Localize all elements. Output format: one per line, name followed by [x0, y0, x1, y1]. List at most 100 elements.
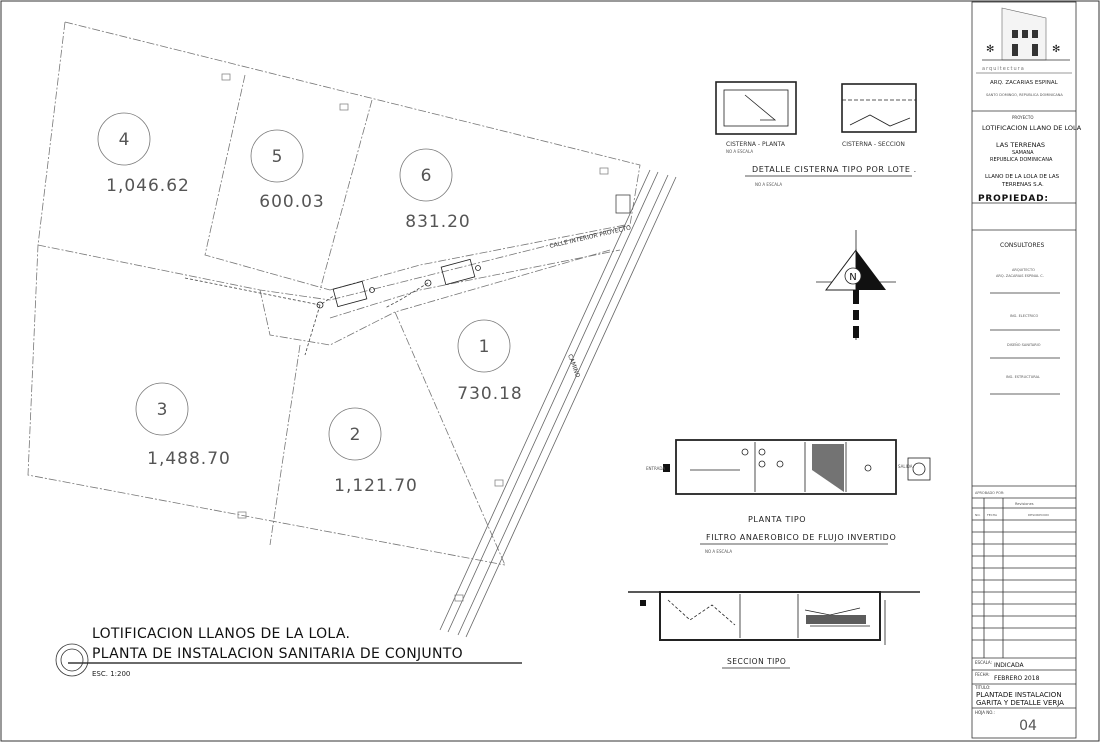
consultants-heading: CONSULTORES — [1000, 242, 1044, 249]
street-edge-south — [329, 249, 621, 319]
logo-door-2 — [1032, 44, 1038, 56]
logo-window-1 — [1012, 30, 1018, 38]
rev-col-date: FECHA — [987, 513, 998, 517]
palm-icon-right: ✻ — [1052, 44, 1060, 55]
road-line-1 — [439, 169, 651, 631]
lot-line-4-5 — [204, 74, 331, 291]
lot-line-5-6 — [319, 99, 373, 291]
north-arrow-right — [856, 250, 886, 290]
lot-circle-6 — [399, 148, 453, 202]
sheet-title-line2: GARITA Y DETALLE VERJA — [976, 699, 1064, 707]
north-stem — [853, 290, 859, 338]
cistern-section-outline — [841, 83, 917, 133]
lot-line-1 — [394, 249, 611, 566]
approved-label: APROBADO POR: — [975, 491, 1004, 495]
date-label: FECHA: — [975, 672, 990, 677]
filter-outlet-circle — [912, 462, 926, 476]
cistern-mark-5 — [339, 103, 349, 111]
entry-box — [615, 194, 631, 214]
section-media-fill — [806, 615, 866, 624]
lot-4-number: 4 — [119, 130, 130, 150]
title-block — [971, 1, 1077, 739]
cistern-plan-outline — [715, 81, 797, 135]
cistern-plan-inner — [723, 89, 789, 127]
drawing-scale: ESC. 1:200 — [92, 670, 130, 678]
scale-label: ESCALA: — [975, 660, 992, 665]
lot-line-2-3 — [269, 344, 301, 546]
filter-outlet-box — [907, 457, 931, 481]
lot-5-number: 5 — [272, 147, 283, 167]
lot-1-number: 1 — [479, 337, 490, 357]
filter-plan-label: PLANTA TIPO — [748, 515, 806, 524]
drawing-title-line1: LOTIFICACION LLANOS DE LA LOLA. — [92, 626, 350, 642]
cistern-detail — [715, 81, 917, 135]
firm-logo: ✻ ✻ — [982, 7, 1070, 61]
logo-window-2 — [1022, 30, 1028, 38]
lot-circle-2 — [328, 407, 382, 461]
filter-pipe-1 — [741, 448, 749, 456]
lot-circle-1 — [457, 319, 511, 373]
road-label: CAMINO — [566, 353, 581, 379]
architect-address: SANTO DOMINGO, REPUBLICA DOMINICANA — [986, 93, 1063, 97]
filter-pipe-4 — [776, 460, 784, 468]
lot-2-number: 2 — [350, 425, 361, 445]
filter-pipe-5 — [864, 464, 872, 472]
filter-plan — [675, 439, 931, 495]
title-block-frame — [971, 1, 1077, 739]
consultant-structural: ING. ESTRUCTURAL — [1006, 375, 1040, 379]
cistern-scale: NO A ESCALA — [755, 182, 782, 187]
property-label: PROPIEDAD: — [978, 194, 1049, 204]
cistern-section-label: CISTERNA - SECCION — [842, 141, 905, 148]
drawing-title-line2: PLANTA DE INSTALACION SANITARIA DE CONJU… — [92, 646, 463, 662]
road-line-2 — [447, 171, 659, 633]
north-stem-gap-1 — [853, 304, 859, 310]
north-letter: N — [849, 272, 856, 283]
sheet-number: 04 — [1019, 718, 1037, 734]
lot-4-area: 1,046.62 — [106, 176, 190, 196]
road-line-4 — [465, 176, 677, 638]
location-line2: SAMANA — [1012, 150, 1034, 156]
project-name: LOTIFICACION LLANO DE LOLA — [982, 124, 1082, 132]
location-line1: LAS TERRENAS — [996, 141, 1045, 149]
consultant-sanitary: DISEÑO SANITARIO — [1007, 342, 1041, 347]
lot-circle-3 — [135, 382, 189, 436]
section-flow-1 — [667, 599, 736, 626]
cistern-mark-2 — [454, 594, 464, 602]
lot-markers — [97, 112, 511, 461]
sheet-title-label: TITULO: — [974, 685, 991, 690]
owner-line2: TERRENAS S.A. — [1001, 182, 1044, 188]
filter-title: FILTRO ANAEROBICO DE FLUJO INVERTIDO — [706, 533, 896, 542]
section-media-top — [804, 607, 861, 616]
filter-pipe-2 — [758, 448, 766, 456]
cistern-mark-3 — [237, 511, 247, 519]
cistern-title: DETALLE CISTERNA TIPO POR LOTE . — [752, 165, 917, 174]
boundary-line-west — [27, 21, 506, 566]
sheet-no-label: HOJA NO.: — [975, 710, 995, 715]
architect-name: ARQ. ZACARIAS ESPINAL — [990, 80, 1059, 86]
consultant-architect: ARQUITECTO — [1012, 268, 1035, 272]
lot-1-area: 730.18 — [457, 384, 522, 404]
filter-section — [628, 591, 920, 645]
date-value: FEBRERO 2018 — [994, 675, 1040, 682]
rev-col-desc: DESCRIPCION — [1028, 513, 1049, 517]
lot-line-3-4 — [37, 244, 331, 301]
manhole-4 — [475, 265, 481, 271]
location-line3: REPUBLICA DOMINICANA — [990, 157, 1053, 163]
cistern-plan-scale: NO A ESCALA — [726, 149, 753, 154]
cistern-plan-label: CISTERNA - PLANTA — [726, 141, 786, 148]
scale-value: INDICADA — [994, 662, 1024, 669]
firm-name: arquitectura — [982, 66, 1025, 72]
cistern-mark-4 — [221, 73, 231, 81]
sewer-line-2 — [304, 304, 321, 356]
owner-line1: LLANO DE LA LOLA DE LAS — [985, 174, 1060, 180]
sheet-title-line1: PLANTADE INSTALACION — [976, 691, 1062, 699]
lot-5-area: 600.03 — [259, 192, 324, 212]
cistern-mark-6 — [599, 167, 609, 175]
consultant-electrical: ING. ELECTRICO — [1010, 314, 1038, 318]
lot-circle-5 — [250, 129, 304, 183]
manhole-2 — [424, 279, 432, 287]
palm-icon-left: ✻ — [986, 44, 994, 55]
filter-inlet-label: ENTRADA — [646, 466, 665, 471]
filter-inlet-arrow — [663, 464, 670, 472]
